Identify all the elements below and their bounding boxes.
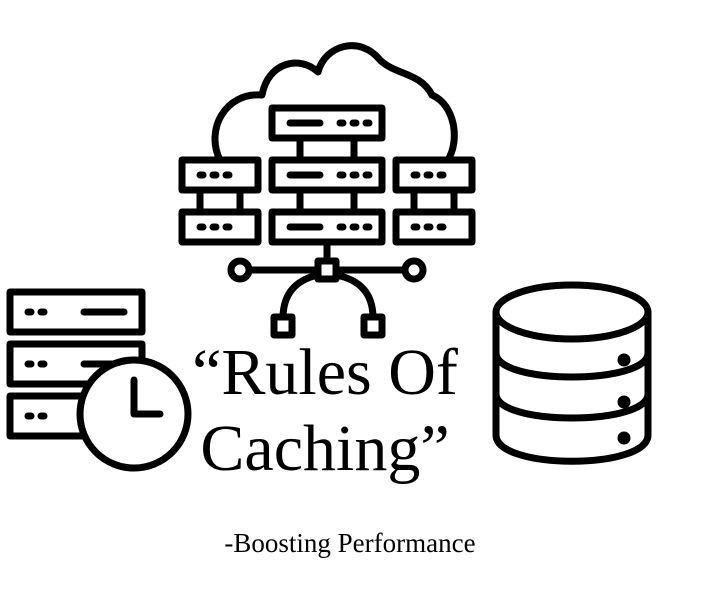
cloud-server-network-icon — [178, 42, 476, 339]
poster-subtitle: -Boosting Performance — [224, 528, 476, 558]
cloud-outline-icon — [211, 42, 458, 164]
server-clock-icon — [6, 288, 192, 472]
database-icon — [492, 281, 652, 465]
title-line-2: Caching” — [200, 412, 450, 485]
title-line-1: “Rules Of — [192, 336, 458, 409]
poster-title: “Rules Of Caching” — [160, 335, 490, 487]
